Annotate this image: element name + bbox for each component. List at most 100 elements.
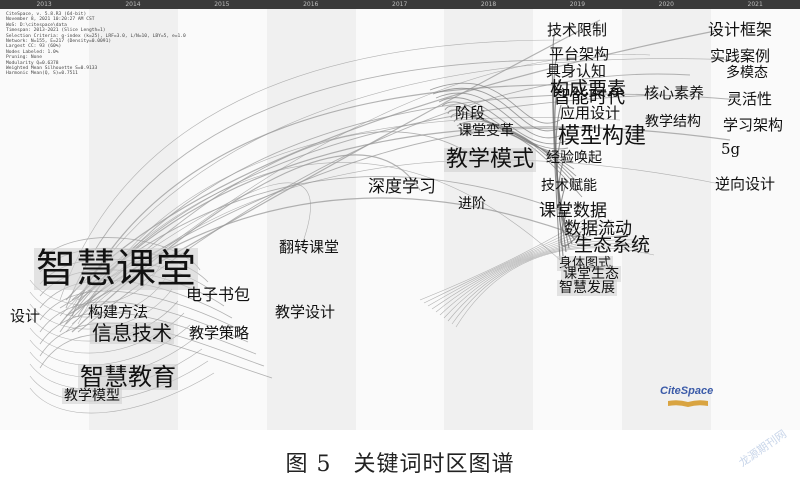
link-curve: [423, 214, 607, 304]
keyword-shengtai-xitong: 生态系统: [574, 234, 651, 256]
link-curve: [429, 82, 561, 124]
keyword-jiaoxue-sheji: 教学设计: [275, 303, 336, 321]
link-curve: [455, 247, 655, 328]
keyword-linghuoxing: 灵活性: [727, 90, 773, 108]
link-curve: [435, 92, 565, 139]
keyword-jingyan-huanqi: 经验唤起: [546, 150, 602, 166]
keyword-shendu-xuexi: 深度学习: [368, 177, 436, 197]
link-curve: [39, 312, 257, 355]
keyword-jishu-xianzhi: 技术限制: [547, 21, 608, 39]
info-line: Selection Criteria: g-index (k=25), LRF=…: [6, 33, 186, 39]
keyword-duo-motai: 多模态: [726, 65, 768, 81]
link-curve: [462, 130, 583, 198]
link-curve: [419, 209, 601, 301]
info-line: Network: N=155, E=217 (Density=0.0091): [6, 39, 112, 45]
figure-title: 关键词时区图谱: [353, 452, 515, 477]
year-label: 2014: [125, 1, 141, 8]
info-line: Nodes Labeled: 1.0%: [6, 49, 59, 55]
year-label: 2020: [658, 1, 674, 8]
keyword-goujian-fangfa: 构建方法: [88, 303, 149, 321]
link-curve: [65, 59, 571, 309]
link-curve: [557, 154, 576, 241]
citespace-logo: CiteSpace: [656, 381, 720, 411]
keyword-shijian-anli: 实践案例: [710, 47, 771, 65]
info-line: WoS: D:\citespace\data: [6, 22, 67, 28]
keyword-dianzi-shubao: 电子书包: [186, 285, 251, 304]
keyword-xuexi-jiagou: 学习架构: [723, 116, 784, 134]
keyword-zhihui-jiaoyu: 智慧教育: [78, 363, 178, 391]
link-curve: [59, 39, 561, 301]
figure-caption: 图 5 关键词时区图谱: [0, 446, 800, 478]
year-label: 2018: [480, 1, 497, 8]
link-curve: [427, 219, 613, 307]
keyword-pingtai-jiagou: 平台架构: [549, 45, 610, 63]
link-curve: [435, 229, 625, 313]
link-curve: [447, 243, 643, 322]
link-curve: [447, 109, 573, 163]
link-curve: [431, 224, 619, 310]
link-curve: [438, 97, 567, 145]
info-line: Modularity Q=0.6378: [6, 60, 59, 66]
link-curve: [432, 87, 563, 132]
info-line: Timespan: 2013-2021 (Slice Length=1): [6, 28, 106, 34]
link-curve: [456, 120, 579, 184]
keyword-jieduan: 阶段: [455, 104, 486, 122]
info-line: Pruning: None: [6, 55, 42, 61]
year-bands: [0, 0, 800, 430]
citespace-info-panel: CiteSpace, v. 5.8.R3 (64-bit)November 8,…: [6, 12, 186, 77]
keyword-jiaoxue-jiegou: 教学结构: [645, 114, 701, 130]
year-label: 2021: [747, 1, 763, 8]
keyword-sheji-kuangjia: 设计框架: [708, 20, 773, 39]
keyword-jiaoxue-moshi: 教学模式: [444, 147, 537, 172]
keyword-nixiang-sheji: 逆向设计: [715, 175, 776, 193]
year-label: 2017: [392, 1, 408, 8]
year-label: 2016: [303, 1, 319, 8]
info-line: CiteSpace, v. 5.8.R3 (64-bit): [6, 12, 87, 17]
keyword-xinxi-jishu: 信息技术: [90, 321, 174, 345]
keyword-ketang-biange: 课堂变革: [458, 123, 514, 139]
keyword-jushen-renzhi: 具身认知: [546, 62, 607, 80]
keyword-jishu-funeng: 技术赋能: [541, 178, 597, 194]
link-curve: [441, 101, 569, 150]
link-curve: [29, 372, 215, 414]
keyword-sheji: 设计: [10, 307, 41, 325]
keyword-5g: 5g: [721, 140, 741, 158]
link-curve: [39, 290, 241, 331]
info-line: Largest CC: 93 (60%): [6, 44, 62, 50]
year-label: 2013: [36, 1, 52, 8]
link-curve: [559, 179, 579, 237]
year-band: [622, 9, 712, 430]
keyword-hexin-suyang: 核心素养: [644, 84, 705, 102]
keyword-jinjie: 进阶: [458, 196, 486, 212]
keyword-fanzhuan-ketang: 翻转课堂: [279, 238, 340, 256]
year-band: [266, 9, 356, 430]
figure-number: 图 5: [285, 452, 332, 477]
keyword-ketang-shengtai: 课堂生态: [561, 266, 621, 282]
logo-text: CiteSpace: [660, 385, 714, 397]
link-curve: [555, 104, 570, 249]
link-curve: [65, 131, 481, 325]
info-line: Harmonic Mean(Q, S)=0.7511: [6, 71, 78, 77]
link-curve: [451, 245, 649, 325]
link-curve: [71, 58, 736, 309]
keyword-moxing-goujian: 模型构建: [558, 124, 647, 149]
link-curve: [443, 239, 637, 319]
keyword-zhihui-ketang: 智慧课堂: [34, 246, 198, 292]
link-curve: [39, 301, 249, 343]
keyword-ketang-shuju: 课堂数据: [539, 201, 607, 221]
keyword-jiaoxue-celue: 教学策略: [189, 324, 250, 342]
keyword-zhihui-fazhan: 智慧发展: [557, 280, 617, 296]
info-line: November 8, 2021 10:20:27 AM CST: [6, 17, 95, 23]
keyword-yingyong-sheji: 应用设计: [560, 104, 621, 122]
link-curve: [560, 204, 582, 247]
link-curve: [459, 125, 581, 191]
keyword-jiaoxue-moxing: 教学模型: [62, 388, 122, 404]
keyword-goucheng-yaosu: 构成要素: [550, 78, 627, 100]
info-line: Weighted Mean Silhouette S=0.9133: [6, 66, 98, 72]
keyword-zhineng-shidai: 智能时代: [553, 87, 625, 108]
link-curve: [554, 79, 567, 253]
keyword-shuju-liudong: 数据流动: [564, 219, 632, 239]
year-label: 2015: [214, 1, 230, 8]
